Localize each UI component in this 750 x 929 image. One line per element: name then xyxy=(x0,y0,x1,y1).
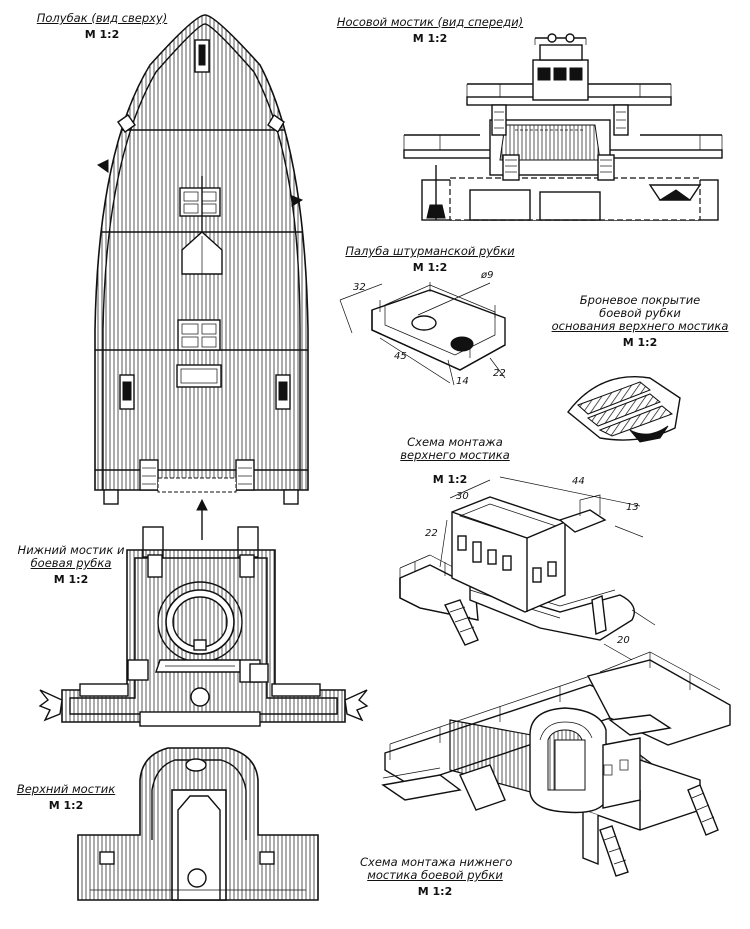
caption-upper-bridge: Верхний мостик М 1:2 xyxy=(16,782,116,813)
dim-upper-44: 44 xyxy=(572,476,585,487)
caption-armor-line3: основания верхнего мостика xyxy=(551,319,729,333)
caption-upper-assembly-scale-wrap: М 1:2 xyxy=(420,470,480,486)
caption-lower-bridge-scale: М 1:2 xyxy=(53,573,89,586)
forecastle-top-view xyxy=(94,14,309,540)
caption-lower-bridge-line1: Нижний мостик и xyxy=(17,543,125,557)
chartroom-deck-view xyxy=(339,282,506,386)
caption-lower-assembly-scale: М 1:2 xyxy=(417,885,453,898)
dim-upper-13: 13 xyxy=(626,502,639,513)
dim-upper-22: 22 xyxy=(425,528,438,539)
caption-bow-bridge: Носовой мостик (вид спереди) М 1:2 xyxy=(330,15,530,46)
caption-lower-assembly-line2: мостика боевой рубки xyxy=(367,868,503,882)
caption-armor-line1: Броневое покрытие xyxy=(579,293,701,307)
caption-armor-scale: М 1:2 xyxy=(622,336,658,349)
dim-upper-20: 20 xyxy=(617,635,630,646)
caption-upper-bridge-title: Верхний мостик xyxy=(16,782,116,796)
armor-cover-view xyxy=(567,376,681,443)
caption-upper-assembly-line1: Схема монтажа xyxy=(407,435,503,449)
caption-armor: Броневое покрытие боевой рубки основания… xyxy=(540,293,740,350)
dim-chartroom-22: 22 xyxy=(493,368,506,379)
dim-upper-30: 30 xyxy=(456,491,469,502)
dim-chartroom-14: 14 xyxy=(456,376,469,387)
caption-upper-assembly: Схема монтажа верхнего мостика xyxy=(380,436,530,462)
caption-lower-assembly: Схема монтажа нижнего мостика боевой руб… xyxy=(360,855,513,899)
caption-armor-line2: боевой рубки xyxy=(599,306,681,320)
caption-upper-assembly-scale: М 1:2 xyxy=(432,473,468,486)
caption-forecastle: Полубак (вид сверху) М 1:2 xyxy=(32,11,172,42)
bow-bridge-front-view xyxy=(403,33,723,221)
caption-bow-bridge-title: Носовой мостик (вид спереди) xyxy=(336,15,524,29)
caption-forecastle-title: Полубак (вид сверху) xyxy=(36,11,168,25)
caption-bow-bridge-scale: М 1:2 xyxy=(412,32,448,45)
caption-chartroom-title: Палуба штурманской рубки xyxy=(345,244,515,258)
upper-bridge-assembly-view xyxy=(399,476,656,661)
dim-chartroom-32: 32 xyxy=(353,282,366,293)
lower-bridge-top-view xyxy=(38,526,369,727)
upper-bridge-top-view xyxy=(77,747,319,901)
caption-chartroom-scale: М 1:2 xyxy=(412,261,448,274)
caption-chartroom-deck: Палуба штурманской рубки М 1:2 xyxy=(330,244,530,275)
caption-lower-assembly-line1: Схема монтажа нижнего xyxy=(360,855,513,869)
dim-chartroom-9: ø9 xyxy=(481,270,494,281)
caption-upper-bridge-scale: М 1:2 xyxy=(48,799,84,812)
caption-forecastle-scale: М 1:2 xyxy=(84,28,120,41)
dim-chartroom-45: 45 xyxy=(394,351,407,362)
caption-upper-assembly-line2: верхнего мостика xyxy=(400,448,510,462)
lower-bridge-assembly-view xyxy=(381,651,731,877)
caption-lower-bridge: Нижний мостик и боевая рубка М 1:2 xyxy=(16,543,126,587)
caption-lower-bridge-line2: боевая рубка xyxy=(30,556,112,570)
